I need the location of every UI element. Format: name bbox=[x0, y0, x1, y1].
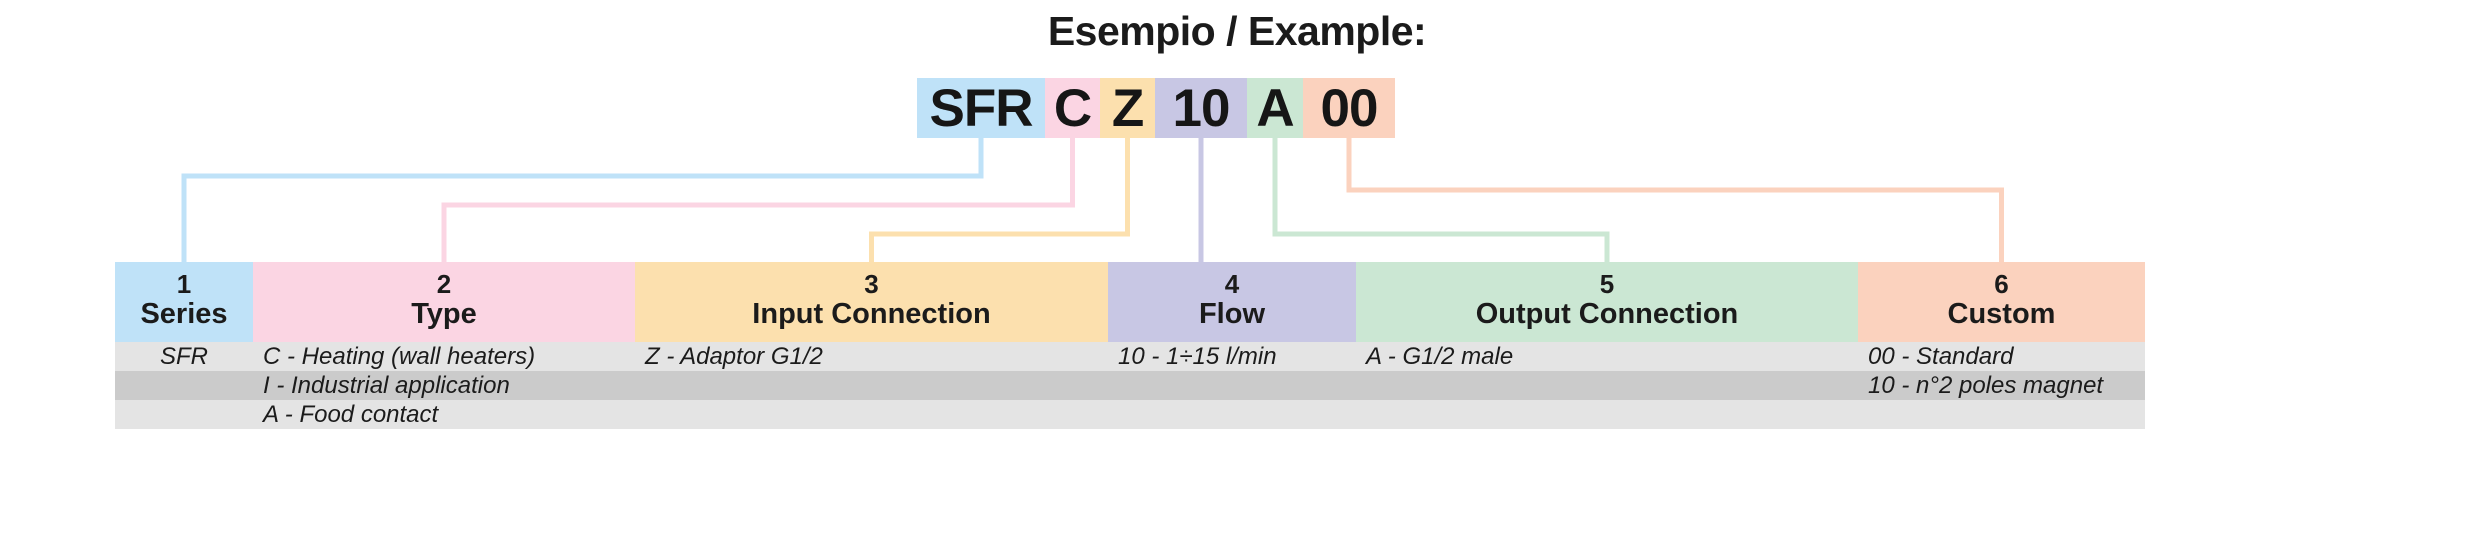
code-segment-5: A bbox=[1247, 78, 1303, 138]
option-cell-empty bbox=[1356, 400, 1858, 429]
column-label: Series bbox=[140, 297, 228, 330]
code-segment-1: SFR bbox=[917, 78, 1045, 138]
option-cell-empty bbox=[1108, 371, 1356, 400]
option-cell-empty bbox=[635, 371, 1108, 400]
column-number: 2 bbox=[436, 269, 452, 300]
option-cell-empty bbox=[1858, 400, 2145, 429]
option-cell[interactable]: I - Industrial application bbox=[253, 371, 635, 400]
option-cell[interactable]: 10 - n°2 poles magnet bbox=[1858, 371, 2145, 400]
connector-output-connection bbox=[1272, 138, 1610, 262]
connector-input-connection bbox=[869, 138, 1130, 262]
option-cell-empty bbox=[635, 400, 1108, 429]
column-number: 5 bbox=[1599, 269, 1615, 300]
column-label: Flow bbox=[1198, 297, 1266, 330]
option-cell[interactable]: SFR bbox=[115, 342, 253, 371]
code-segment-6: 00 bbox=[1303, 78, 1395, 138]
option-cell[interactable]: 10 - 1÷15 l/min bbox=[1108, 342, 1356, 371]
column-number: 6 bbox=[1994, 269, 2009, 300]
connector-series bbox=[181, 138, 984, 262]
code-segment-4: 10 bbox=[1155, 78, 1247, 138]
column-number: 1 bbox=[176, 269, 192, 300]
option-cell[interactable]: Z - Adaptor G1/2 bbox=[635, 342, 1108, 371]
option-cell[interactable]: A - Food contact bbox=[253, 400, 635, 429]
option-cell[interactable]: C - Heating (wall heaters) bbox=[253, 342, 635, 371]
code-segment-2: C bbox=[1045, 78, 1100, 138]
option-cell-empty bbox=[115, 400, 253, 429]
connector-type bbox=[441, 138, 1075, 262]
option-cell-empty bbox=[115, 371, 253, 400]
column-label: Output Connection bbox=[1475, 297, 1739, 330]
column-label: Input Connection bbox=[752, 297, 991, 330]
column-number: 4 bbox=[1224, 269, 1240, 300]
option-cell-empty bbox=[1356, 371, 1858, 400]
column-number: 3 bbox=[864, 269, 879, 300]
code-segment-3: Z bbox=[1100, 78, 1155, 138]
column-label: Type bbox=[411, 297, 477, 330]
option-cell-empty bbox=[1108, 400, 1356, 429]
connector-custom bbox=[1346, 138, 2004, 262]
column-label: Custom bbox=[1947, 297, 2056, 330]
option-cell[interactable]: A - G1/2 male bbox=[1356, 342, 1858, 371]
option-cell[interactable]: 00 - Standard bbox=[1858, 342, 2145, 371]
page-title: Esempio / Example: bbox=[1047, 8, 1427, 54]
